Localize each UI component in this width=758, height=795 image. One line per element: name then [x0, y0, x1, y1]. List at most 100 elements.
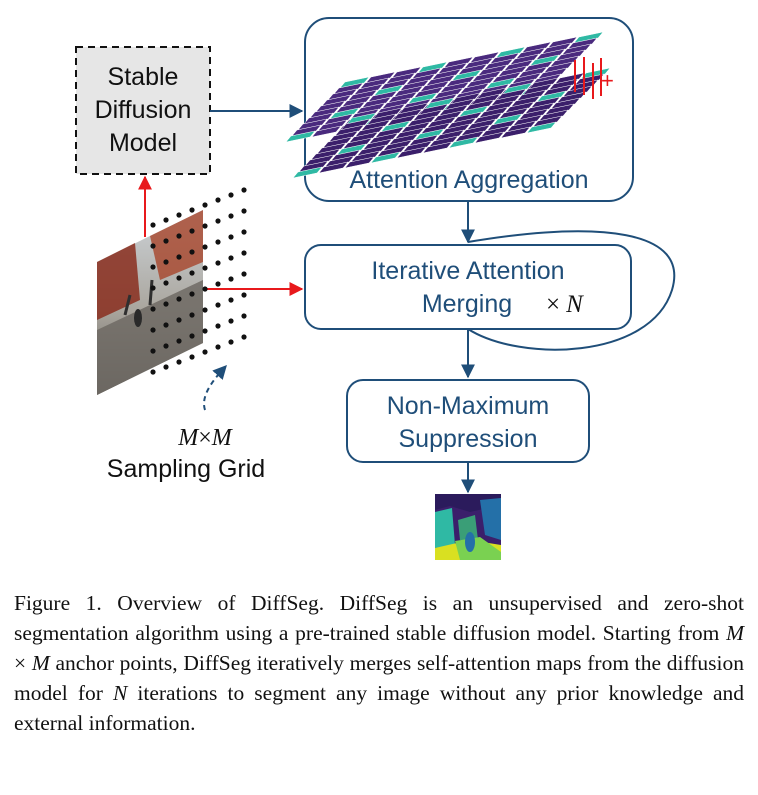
attention-tile	[529, 54, 560, 67]
attention-tile	[347, 89, 378, 102]
grid-dot	[228, 213, 234, 219]
sampling-grid-label: Sampling Grid	[107, 455, 265, 483]
grid-dot	[163, 259, 169, 265]
nms-line-2: Suppression	[399, 425, 538, 453]
grid-dot	[241, 229, 247, 235]
diffseg-diagram: Stable Diffusion Model + Attention Aggre…	[75, 17, 676, 560]
attention-tile	[344, 156, 375, 169]
grid-dot	[202, 202, 208, 208]
grid-dot	[189, 333, 195, 339]
attention-tile	[432, 110, 463, 123]
grid-dot	[150, 369, 156, 375]
attention-tile	[509, 53, 540, 66]
attention-tile	[474, 131, 505, 144]
segmentation-map-thumbnail-icon	[435, 494, 501, 560]
attention-tile	[523, 60, 554, 73]
attention-tile	[405, 73, 436, 86]
attention-tile	[387, 91, 418, 104]
attention-tile	[317, 119, 348, 132]
attention-tile	[538, 109, 569, 122]
nms-line-1: Non-Maximum	[387, 392, 550, 420]
grid-dot	[228, 297, 234, 303]
attention-tile	[448, 136, 479, 149]
attention-tile	[500, 126, 531, 139]
grid-dot	[163, 217, 169, 223]
attention-tile	[428, 135, 459, 148]
stable-diffusion-box: Stable Diffusion Model	[75, 46, 211, 175]
attention-tile	[408, 134, 439, 147]
attention-tile	[567, 37, 598, 50]
grid-size-label: M×M	[177, 425, 234, 451]
grid-dot	[215, 218, 221, 224]
attention-tile	[517, 66, 548, 79]
attention-tile	[573, 31, 604, 44]
grid-dot	[241, 292, 247, 298]
grid-dot	[189, 270, 195, 276]
attention-tile	[516, 89, 547, 102]
grid-dot	[202, 349, 208, 355]
attention-tile	[419, 80, 450, 93]
grid-dot	[176, 359, 182, 365]
attention-tile	[311, 125, 342, 138]
attention-tile	[291, 124, 322, 137]
grid-dot	[176, 254, 182, 260]
attention-tile	[548, 78, 579, 91]
attention-tile	[486, 119, 517, 132]
grid-dot	[150, 285, 156, 291]
attention-tile	[471, 70, 502, 83]
attention-tile	[477, 64, 508, 77]
attention-tile	[388, 133, 419, 146]
attention-tile	[412, 109, 443, 122]
grid-dot	[202, 286, 208, 292]
grid-dot	[215, 260, 221, 266]
grid-dot	[150, 222, 156, 228]
attention-tile	[537, 67, 568, 80]
attention-tile	[510, 95, 541, 108]
grid-dot	[241, 334, 247, 340]
attention-tile	[297, 118, 328, 131]
attention-tile	[360, 119, 391, 132]
attention-tile	[450, 92, 481, 105]
attention-maps-stack-icon	[285, 31, 611, 179]
grid-dot	[150, 306, 156, 312]
grid-dot	[189, 207, 195, 213]
attention-tile	[381, 97, 412, 110]
attention-tile	[341, 95, 372, 108]
grid-dot	[228, 234, 234, 240]
attention-tile	[439, 81, 470, 94]
attention-tile	[422, 141, 453, 154]
attention-tile	[368, 132, 399, 145]
attention-tile	[470, 93, 501, 106]
sd-line-3: Model	[109, 129, 177, 157]
grid-dot	[163, 364, 169, 370]
attention-tile	[498, 107, 529, 120]
attention-tile	[532, 115, 563, 128]
attention-tile	[503, 59, 534, 72]
plus-sign: +	[601, 68, 614, 93]
attention-tile	[356, 144, 387, 157]
grid-dot	[215, 344, 221, 350]
attention-tile	[490, 94, 521, 107]
attention-tile	[541, 42, 572, 55]
attention-tile	[433, 87, 464, 100]
attention-tile	[355, 102, 386, 115]
attention-tile	[530, 96, 561, 109]
attention-tile	[466, 118, 497, 131]
grid-dot	[215, 302, 221, 308]
grid-dot	[215, 323, 221, 329]
attention-tile	[366, 113, 397, 126]
attention-tile	[391, 66, 422, 79]
attention-tile	[413, 86, 444, 99]
iterative-merging-box: Iterative Attention Merging ×N	[304, 244, 632, 330]
attention-tile	[536, 90, 567, 103]
grid-dot	[176, 275, 182, 281]
grid-dot	[241, 187, 247, 193]
attention-tile	[437, 62, 468, 75]
attention-tile	[285, 130, 316, 143]
attention-tile	[340, 118, 371, 131]
sd-line-1: Stable	[108, 63, 179, 91]
grid-dot	[150, 243, 156, 249]
attention-tile	[362, 138, 393, 151]
iterations-label: ×N	[546, 291, 584, 318]
